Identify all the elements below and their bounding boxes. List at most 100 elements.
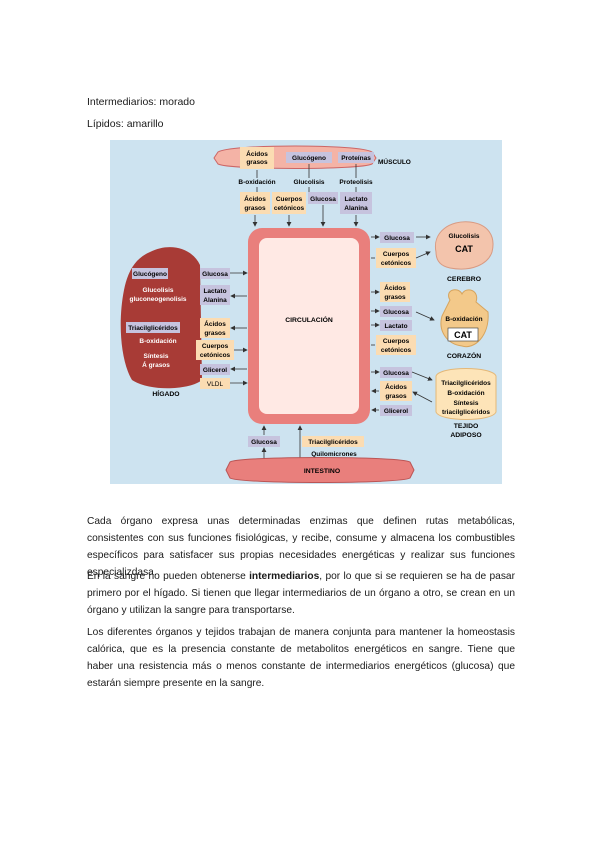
adipose-ex-glucose: Glucosa [383, 370, 409, 377]
liver-ex-fa-2: grasos [204, 330, 226, 337]
adipose-name-2: ADIPOSO [450, 432, 481, 439]
liver-glycogen-box [132, 268, 168, 279]
muscle-out-lactate-2: Alanina [344, 205, 368, 212]
liver-ex-vldl-box [200, 378, 230, 389]
brain-in-glucose-box [380, 232, 414, 243]
heart-cat: CAT [454, 330, 472, 340]
muscle-out-glucose: Glucosa [310, 196, 336, 203]
muscle-proteins-label: Proteínas [341, 155, 371, 162]
intestine-name: INTESTINO [304, 468, 340, 475]
heart-in-fa-2: grasos [384, 294, 406, 301]
heart-in-fa-1: Ácidos [384, 283, 406, 292]
brain-name: CEREBRO [447, 276, 481, 283]
muscle-glycolysis: Glucolisis [293, 179, 324, 186]
liver-ex-fa-1: Ácidos [204, 319, 226, 328]
liver-ex-glycerol-box [200, 364, 230, 375]
adipose-synth-2: triacilglicéridos [442, 409, 490, 416]
heart-arrow-5 [415, 311, 435, 321]
paragraph-3: Los diferentes órganos y tejidos trabaja… [87, 627, 515, 689]
intestine-tag: Triacilglicéridos [308, 439, 358, 446]
heart-group: Ácidos grasos Glucosa Lactato Cuerpos ce… [371, 282, 489, 360]
liver-betaox: B-oxidación [139, 338, 176, 345]
muscle-name: MÚSCULO [378, 157, 411, 166]
legend-intermediates: Intermediarios: morado [87, 96, 195, 108]
intestine-chylo: Quilomicrones [311, 451, 357, 458]
muscle-glycogen-label: Glucógeno [292, 155, 326, 162]
muscle-out-glucose-box [308, 192, 338, 204]
legend-lipids: Lípidos: amarillo [87, 118, 164, 130]
adipose-group: Glucosa Ácidos grasos Glicerol Triacilgl… [371, 367, 497, 439]
adipose-betaox: B-oxidación [447, 390, 484, 397]
muscle-glycogen-box [286, 152, 332, 163]
heart-in-glucose: Glucosa [383, 309, 409, 316]
liver-name: HÍGADO [152, 389, 179, 398]
heart-cat-box [447, 327, 479, 342]
paragraph-2-bold: intermediarios [249, 571, 320, 582]
liver-ex-lactate-1: Lactato [203, 288, 226, 295]
paragraph-2-end: , por lo que si se requieren se ha de pa… [87, 571, 515, 616]
liver-ex-fa-box [200, 318, 230, 338]
liver-ex-lactate-2: Alanina [203, 297, 227, 304]
adipose-synth-1: Síntesis [454, 400, 479, 407]
liver-ex-kb-box [196, 340, 234, 360]
intestine-glucose-box [248, 436, 280, 447]
liver-ex-glycerol: Glicerol [203, 367, 227, 374]
liver-ex-kb-2: cetónicos [200, 352, 231, 359]
muscle-out-fa-1: Ácidos [244, 194, 266, 203]
adipose-name-1: TEJIDO [454, 423, 479, 430]
muscle-fatty-acids-line2: grasos [246, 159, 268, 166]
heart-in-kb-box [376, 335, 416, 355]
heart-process: B-oxidación [445, 316, 482, 323]
liver-ex-glucose-box [200, 268, 230, 279]
adipose-arrow-5 [412, 391, 433, 403]
brain-in-glucose: Glucosa [384, 235, 410, 242]
brain-in-kb-2: cetónicos [381, 260, 412, 267]
muscle-fatty-acids-line1: Ácidos [246, 149, 268, 158]
adipose-ex-glycerol-box [380, 405, 412, 416]
liver-ex-kb-1: Cuerpos [202, 343, 229, 350]
adipose-arrow-4 [411, 371, 433, 381]
liver-group: Glucógeno Glucolisis gluconeogenolisis T… [120, 247, 248, 398]
liver-ex-vldl: VLDL [207, 381, 224, 388]
liver-synth-1: Síntesis [144, 353, 169, 360]
muscle-proteolysis: Proteolisis [339, 179, 373, 186]
heart-in-kb-2: cetónicos [381, 347, 412, 354]
heart-in-lactate: Lactato [384, 323, 407, 330]
brain-process: Glucolisis [448, 233, 479, 240]
adipose-tag: Triacilglicéridos [441, 380, 491, 387]
adipose-shape [435, 368, 497, 420]
circulation-label: CIRCULACIÓN [285, 315, 333, 324]
adipose-ex-fa-1: Ácidos [385, 382, 407, 391]
metabolism-diagram: Ácidos grasos Glucógeno Proteínas MÚSCUL… [110, 140, 502, 484]
intestine-group: Glucosa Triacilglicéridos Quilomicrones … [225, 425, 415, 483]
adipose-ex-fa-box [380, 381, 412, 401]
muscle-out-lactate-1: Lactato [344, 196, 367, 203]
brain-in-kb-1: Cuerpos [383, 251, 410, 258]
brain-group: Glucosa Cuerpos cetónicos Glucolisis CAT… [371, 221, 494, 283]
liver-tag: Triacilglicéridos [128, 325, 178, 332]
heart-in-fa-box [380, 282, 410, 302]
muscle-out-lactate-box [340, 192, 372, 214]
intestine-tag-box [302, 436, 364, 447]
adipose-ex-glycerol: Glicerol [384, 408, 408, 415]
liver-ex-glucose: Glucosa [202, 271, 228, 278]
liver-shape [120, 247, 202, 389]
liver-glycolysis-2: gluconeogenolisis [129, 296, 186, 303]
heart-name: CORAZÓN [447, 351, 481, 360]
heart-in-lactate-box [380, 320, 412, 331]
muscle-group: Ácidos grasos Glucógeno Proteínas MÚSCUL… [213, 145, 411, 227]
brain-in-kb-box [376, 248, 416, 268]
muscle-out-kb-2: cetónicos [274, 205, 305, 212]
intestine-glucose: Glucosa [251, 439, 277, 446]
heart-in-glucose-box [380, 306, 412, 317]
muscle-beta-ox: B-oxidación [238, 179, 275, 186]
adipose-ex-glucose-box [380, 367, 412, 378]
paragraph-2-start: En la sangre no pueden obtenerse [87, 571, 250, 582]
adipose-ex-fa-2: grasos [385, 393, 407, 400]
muscle-out-fa-2: grasos [244, 205, 266, 212]
liver-glycogen: Glucógeno [133, 271, 167, 278]
liver-glycolysis-1: Glucolisis [142, 287, 173, 294]
liver-synth-2: Á grasos [142, 360, 170, 369]
intestine-shape [225, 457, 415, 483]
muscle-proteins-box [338, 152, 374, 163]
